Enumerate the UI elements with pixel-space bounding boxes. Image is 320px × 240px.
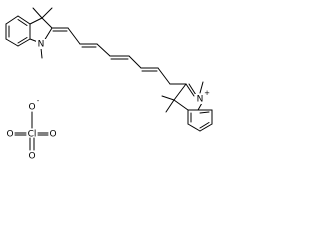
left-methyl-bond-1 [32,7,43,19]
right-indolium-unit: N + [161,81,213,132]
left-indoline-unit: N [5,7,53,59]
polymethine-chain [51,27,187,85]
right-methyl-bond-2 [165,99,175,113]
perchlorate-anion: O - O Cl O O [6,97,56,162]
perchlorate-oxygen-bottom: O [28,152,35,162]
perchlorate-oxygen-charge: - [37,97,40,105]
left-nitrogen-label: N [38,40,45,50]
right-benzene-ring [187,109,213,132]
left-methyl-bond-2 [41,7,53,19]
right-pyrrolium-ring [173,83,203,111]
chemical-structure: N [5,7,213,162]
perchlorate-chlorine: Cl [28,130,37,140]
right-methyl-bond-1 [161,95,175,101]
perchlorate-oxygen-top: O [28,103,35,113]
perchlorate-oxygen-right: O [49,130,56,140]
left-n-methyl-bond [40,47,43,59]
perchlorate-oxygen-left: O [6,130,13,140]
right-n-methyl-bond [199,81,204,94]
right-nitrogen-label: N [197,95,204,105]
right-nitrogen-charge: + [204,89,210,97]
left-pyrroline-ring [29,17,53,43]
left-benzene-ring [5,15,31,47]
